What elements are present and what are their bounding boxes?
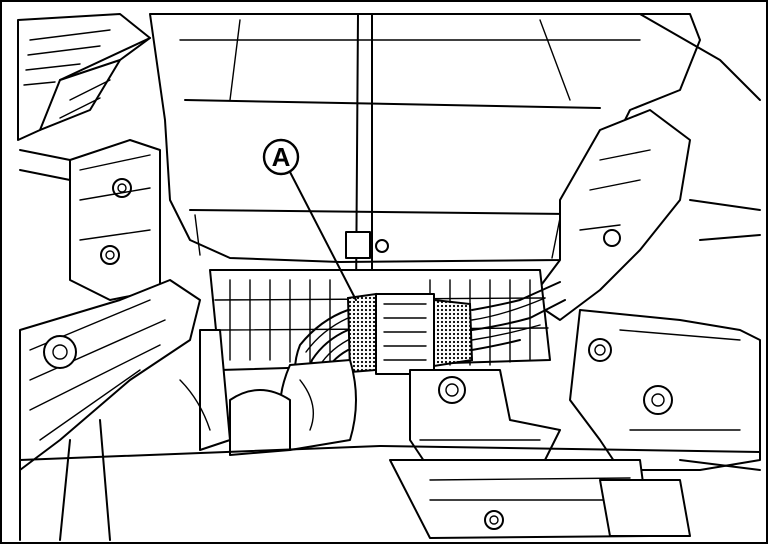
wire-bundle-left [279, 309, 357, 451]
callout-label: A [272, 142, 291, 172]
callout-circle [262, 138, 300, 176]
callout-leader-line [289, 171, 357, 301]
center-bracket [409, 369, 561, 471]
right-bracket [569, 309, 761, 471]
callout-a: A [262, 138, 357, 301]
left-harness [19, 279, 201, 541]
connector-a [346, 292, 474, 375]
upper-left-vent [17, 13, 151, 141]
wire-bundle-right [471, 281, 566, 351]
console-floor [19, 445, 761, 539]
vertical-rod [345, 13, 389, 301]
left-bracket [19, 139, 161, 301]
left-lower-duct [179, 329, 291, 456]
